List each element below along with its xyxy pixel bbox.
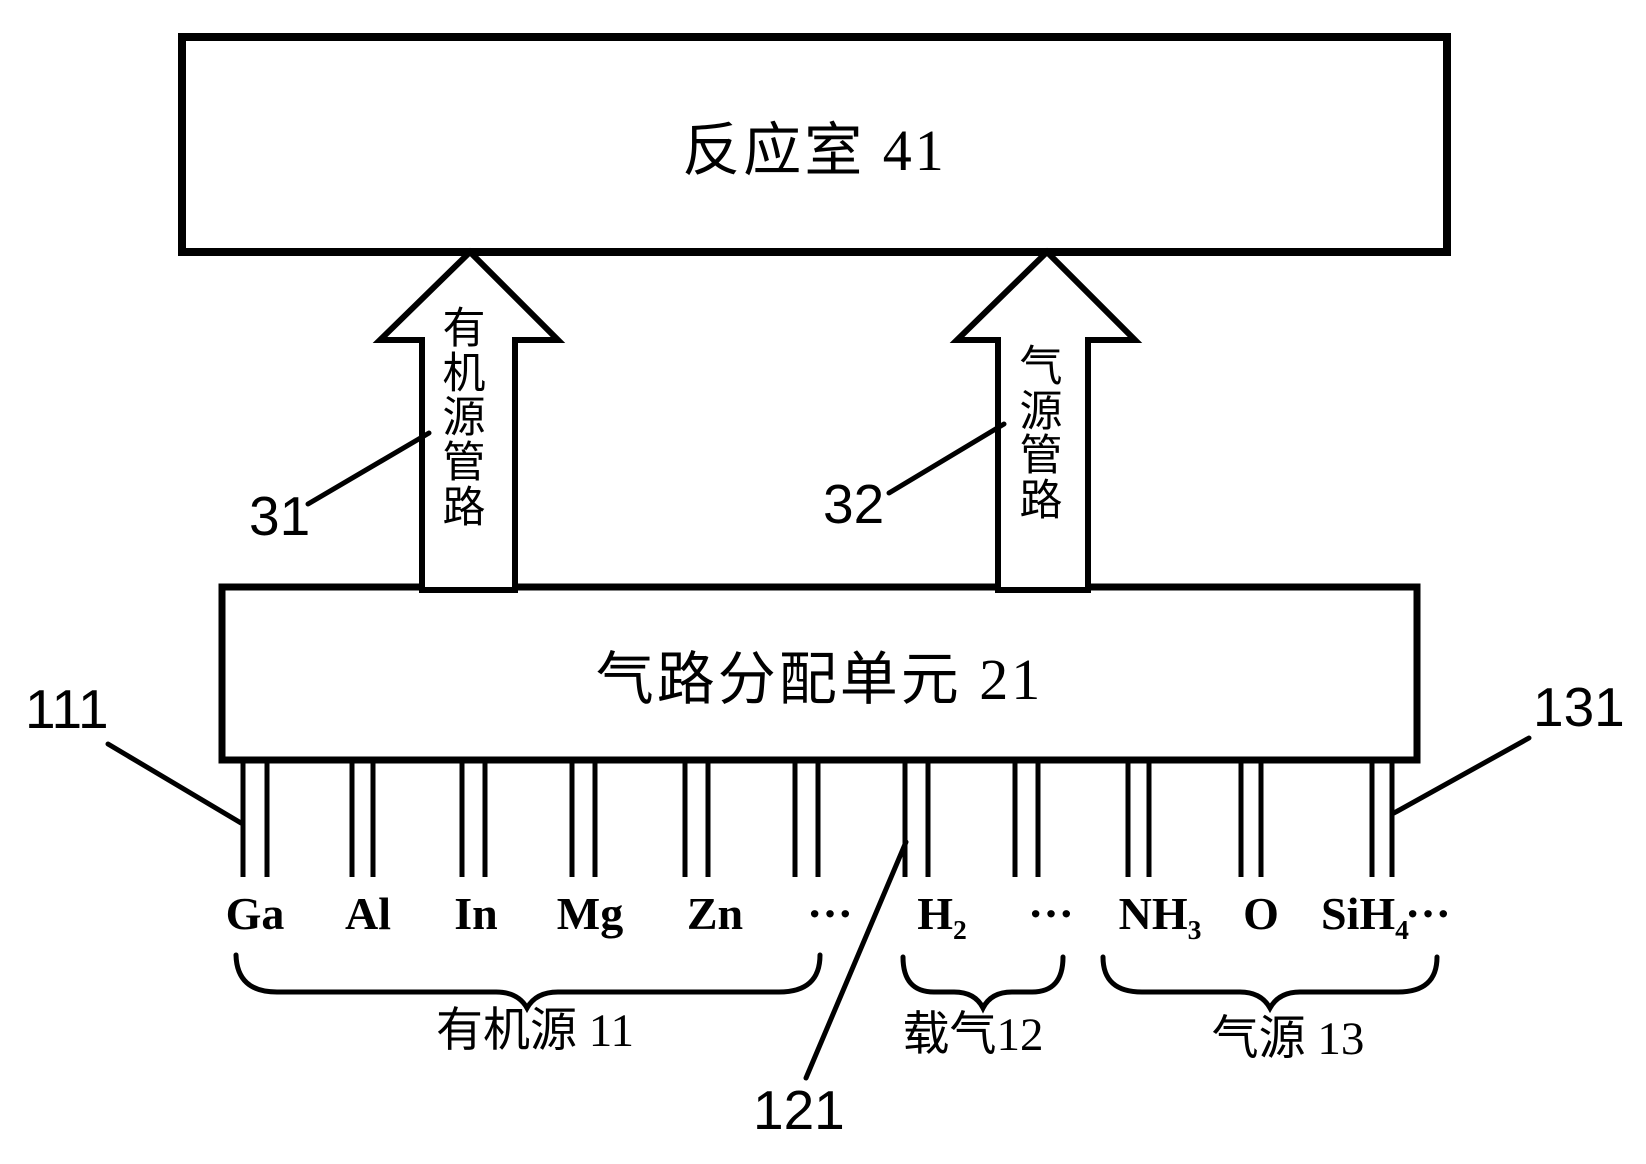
ref-number-31: 31 xyxy=(249,485,311,547)
ref-number-32: 32 xyxy=(823,473,885,535)
gas-label-h2: H2 xyxy=(917,888,967,943)
gas-label-text: SiH xyxy=(1321,888,1396,939)
gas-label-al: Al xyxy=(345,888,391,940)
group-label-gas-sources: 气源 13 xyxy=(1211,1013,1365,1065)
gas-source-pipeline-label: 气源管路 xyxy=(1019,344,1063,526)
gas-label-text: Al xyxy=(345,888,391,939)
group-label-organic-sources: 有机源 11 xyxy=(435,1005,635,1057)
gas-label-text: ··· xyxy=(1027,888,1075,939)
organic-source-pipeline-label: 有机源管路 xyxy=(442,306,486,532)
ref-number-121: 121 xyxy=(753,1079,845,1141)
distribution-unit-box xyxy=(218,583,1421,764)
source-pipes xyxy=(240,757,1395,877)
gas-label-text: Mg xyxy=(556,888,624,939)
gas-label-text: Ga xyxy=(225,888,285,939)
brace-gas-sources xyxy=(1100,954,1440,1014)
gas-label-ga: Ga xyxy=(225,888,285,940)
leader-line-31 xyxy=(305,430,432,507)
gas-label-text: NH xyxy=(1118,888,1188,939)
leader-line-131 xyxy=(1391,735,1532,816)
gas-label-subscript: 3 xyxy=(1187,914,1202,946)
ref-number-111: 111 xyxy=(25,678,109,740)
gas-label-text: In xyxy=(454,888,498,939)
leader-line-121 xyxy=(803,839,909,1081)
leader-lines xyxy=(105,421,1532,1081)
gas-label-sih4: SiH4 xyxy=(1321,888,1409,943)
gas-label-ellipsis-1: ··· xyxy=(806,888,854,940)
gas-label-ellipsis-3: ··· xyxy=(1404,888,1452,940)
up-arrow-organic-source-icon xyxy=(372,247,566,593)
reaction-chamber-box xyxy=(178,33,1451,256)
gas-label-text: O xyxy=(1243,888,1279,939)
brace-organic-sources xyxy=(233,952,823,1014)
up-arrow-gas-source-icon xyxy=(949,247,1143,593)
group-label-carrier-gas: 载气12 xyxy=(902,1009,1044,1061)
leader-line-111 xyxy=(105,741,244,826)
gas-label-text: ··· xyxy=(1404,888,1452,939)
group-braces xyxy=(233,952,1440,1014)
gas-label-ellipsis-2: ··· xyxy=(1027,888,1075,940)
gas-label-in: In xyxy=(454,888,498,940)
gas-label-subscript: 4 xyxy=(1395,914,1409,946)
gas-label-zn: Zn xyxy=(686,888,744,940)
ref-number-131: 131 xyxy=(1533,676,1625,738)
brace-carrier-gas xyxy=(900,954,1066,1014)
gas-label-mg: Mg xyxy=(556,888,624,940)
distribution-unit-label: 气路分配单元 21 xyxy=(595,646,1044,712)
gas-label-o: O xyxy=(1243,888,1279,940)
gas-label-text: H xyxy=(917,888,953,939)
gas-label-text: ··· xyxy=(806,888,854,939)
leader-line-32 xyxy=(886,421,1007,496)
gas-label-subscript: 2 xyxy=(952,914,967,946)
reaction-chamber-label: 反应室 41 xyxy=(682,117,947,183)
gas-label-text: Zn xyxy=(686,888,744,939)
gas-label-nh3: NH3 xyxy=(1118,888,1202,943)
